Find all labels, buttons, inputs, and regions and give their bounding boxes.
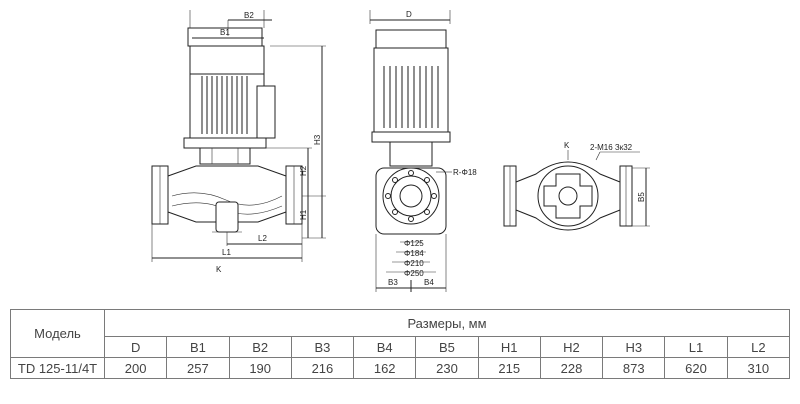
pump-dimension-drawing: B2 B1 H3 H2 H1 L2 L1 K D: [151, 10, 650, 292]
column-header-l2: L2: [726, 336, 791, 358]
column-header-l1: L1: [664, 336, 728, 358]
value-cell-b3: 216: [290, 357, 355, 379]
dim-label-h1: H1: [299, 209, 308, 220]
dim-label-k-top: K: [564, 141, 570, 150]
dim-label-bolts: 2-M16 Зк32: [590, 143, 633, 152]
table-row: TD 125-11/4T 200 257 190 216 162 230 215…: [10, 357, 791, 379]
dim-label-b1: B1: [220, 28, 230, 37]
value-cell-h2: 228: [539, 357, 604, 379]
front-motor-fins: [383, 66, 439, 128]
dim-label-k-side: K: [216, 265, 222, 274]
lantern-shape: [199, 147, 251, 165]
dim-label-b2: B2: [244, 11, 254, 20]
top-casing-circle: [537, 165, 599, 227]
top-view: K 2-M16 Зк32 B5: [503, 141, 650, 231]
flange-bolt-holes: [385, 170, 437, 222]
dim-label-b4: B4: [424, 278, 434, 287]
motor-flange-shape: [183, 137, 267, 149]
column-header-b3: B3: [290, 336, 355, 358]
value-cell-l2: 310: [726, 357, 791, 379]
dim-label-d210: Φ210: [404, 259, 424, 268]
value-cell-b2: 190: [228, 357, 292, 379]
front-lantern-shape: [389, 141, 433, 167]
top-hub-circle: [558, 186, 578, 206]
value-cell-b4: 162: [353, 357, 417, 379]
front-motor-cap-shape: [375, 29, 447, 49]
dimensions-table: Модель Размеры, мм D B1 B2 B3 B4 B5 H1 H…: [10, 309, 791, 379]
column-header-b1: B1: [166, 336, 230, 358]
value-cell-b1: 257: [166, 357, 230, 379]
column-header-h2: H2: [539, 336, 604, 358]
column-header-b4: B4: [353, 336, 417, 358]
side-view: B2 B1 H3 H2 H1 L2 L1 K: [151, 10, 326, 274]
dim-label-d250: Φ250: [404, 269, 424, 278]
flange-circle-outer: [382, 167, 440, 225]
model-cell: TD 125-11/4T: [10, 357, 105, 379]
dim-label-d125: Φ125: [404, 239, 424, 248]
dim-label-b3: B3: [388, 278, 398, 287]
dim-label-l1: L1: [222, 248, 231, 257]
dim-label-h3: H3: [313, 134, 322, 145]
column-header-h1: H1: [477, 336, 541, 358]
table-columns-row: D B1 B2 B3 B4 B5 H1 H2 H3 L1 L2: [11, 336, 791, 358]
table-header-row: Модель Размеры, мм: [10, 309, 790, 358]
value-cell-l1: 620: [664, 357, 728, 379]
column-header-d: D: [103, 336, 168, 358]
flange-circle-inner: [399, 184, 423, 208]
motor-cooling-fins: [201, 76, 248, 134]
pump-foot-shape: [215, 201, 239, 233]
front-motor-body-shape: [373, 47, 449, 133]
front-flange-shape: [371, 131, 451, 143]
top-cross-shape: [543, 173, 593, 219]
column-header-h3: H3: [602, 336, 666, 358]
terminal-box-shape: [256, 85, 276, 139]
dimensions-group-header: Размеры, мм: [104, 309, 790, 337]
dim-label-r18: R-Φ18: [453, 168, 477, 177]
dim-label-d184: Φ184: [404, 249, 424, 258]
value-cell-h3: 873: [602, 357, 666, 379]
column-header-b5: B5: [415, 336, 479, 358]
dim-label-d: D: [406, 10, 412, 19]
value-cell-b5: 230: [415, 357, 479, 379]
column-header-b2: B2: [228, 336, 292, 358]
dim-label-l2: L2: [258, 234, 267, 243]
technical-drawing: B2 B1 H3 H2 H1 L2 L1 K D: [151, 10, 650, 292]
value-cell-h1: 215: [477, 357, 541, 379]
dim-label-b5: B5: [637, 192, 646, 202]
value-cell-d: 200: [103, 357, 168, 379]
dim-label-h2: H2: [299, 165, 308, 176]
model-column-header: Модель: [10, 309, 105, 358]
front-view: D: [369, 10, 477, 292]
